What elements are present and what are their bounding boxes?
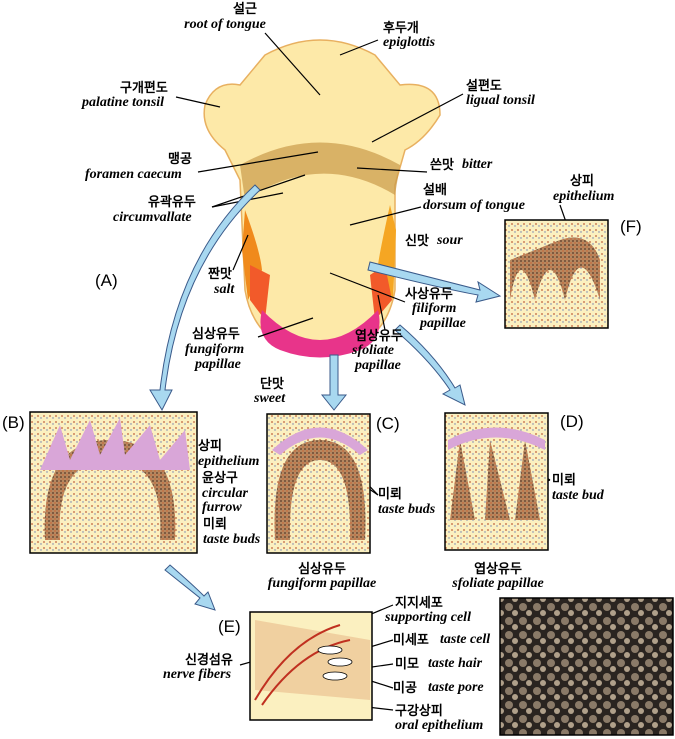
e-taste-pore-ko: 미공 (393, 681, 417, 696)
salt-en: salt (214, 282, 235, 297)
d-caption-en: sfoliate papillae (452, 576, 544, 591)
c-taste-buds-en: taste buds (378, 502, 436, 517)
d-taste-bud-ko: 미뢰 (552, 473, 576, 488)
circumvallate-ko: 유곽유두 (148, 195, 196, 210)
root-of-tongue-en: root of tongue (184, 17, 266, 32)
b-taste-buds-en: taste buds (203, 532, 261, 547)
panel-b-tag: (B) (2, 413, 25, 432)
sour-ko: 신맛 (405, 234, 429, 249)
panel-f-tag: (F) (620, 217, 642, 236)
sweet-en: sweet (254, 391, 286, 406)
epiglottis-en: epiglottis (383, 35, 436, 50)
sour-en: sour (437, 233, 463, 248)
foliate-ko: 엽상유두 (355, 329, 403, 344)
panel-e-tag: (E) (218, 617, 241, 636)
sweet-ko: 단맛 (260, 377, 284, 392)
e-taste-cell-en: taste cell (440, 632, 491, 647)
palatine-tonsil-en: palatine tonsil (82, 95, 165, 110)
b-epithelium-en: epithelium (198, 454, 260, 469)
e-taste-cell-ko: 미세포 (393, 633, 429, 648)
root-of-tongue-ko: 설근 (233, 2, 257, 17)
bitter-ko: 쓴맛 (430, 158, 454, 173)
foliate-en2: papillae (355, 358, 401, 373)
c-taste-buds-ko: 미뢰 (378, 487, 402, 502)
foramen-caecum-en: foramen caecum (85, 167, 182, 182)
filiform-en: filiform (412, 301, 457, 316)
b-taste-buds-ko: 미뢰 (203, 517, 227, 532)
f-epithelium-en: epithelium (553, 189, 615, 204)
b-epithelium-ko: 상피 (198, 439, 222, 454)
e-nerve-en: nerve fibers (163, 667, 232, 682)
e-supporting-en: supporting cell (385, 610, 471, 625)
micrograph-photo (499, 597, 674, 736)
b-furrow-ko: 윤상구 (202, 471, 238, 486)
filiform-ko: 사상유두 (405, 287, 453, 302)
c-caption-ko: 심상유두 (298, 562, 346, 577)
c-caption-en: fungiform papillae (267, 576, 377, 591)
fungiform-en: fungiform (185, 342, 245, 357)
palatine-tonsil-ko: 구개편도 (120, 81, 168, 96)
b-furrow-en2: furrow (202, 500, 242, 515)
e-supporting-ko: 지지세포 (395, 596, 443, 611)
e-taste-hair-en: taste hair (428, 656, 483, 671)
e-taste-hair-ko: 미모 (395, 657, 419, 672)
tongue-illustration (203, 39, 441, 358)
dorsum-en: dorsum of tongue (423, 198, 525, 213)
arrows (149, 184, 502, 611)
panel-a-tag: (A) (95, 271, 118, 290)
panel-d-tag: (D) (560, 412, 584, 431)
f-epithelium-ko: 상피 (570, 174, 594, 189)
fungiform-en2: papillae (195, 357, 241, 372)
dorsum-ko: 설배 (423, 183, 447, 198)
lingual-tonsil-en: ligual tonsil (466, 93, 535, 108)
epiglottis-ko: 후두개 (383, 21, 419, 36)
b-furrow-en: circular (202, 486, 248, 501)
fungiform-ko: 심상유두 (192, 327, 240, 342)
e-taste-pore-en: taste pore (428, 680, 484, 695)
foramen-caecum-ko: 맹공 (168, 152, 192, 167)
filiform-en2: papillae (420, 316, 466, 331)
foliate-en: sfoliate (352, 343, 394, 358)
e-oral-epithelium-en: oral epithelium (395, 718, 484, 733)
d-caption-ko: 엽상유두 (474, 562, 522, 577)
salt-ko: 짠맛 (208, 267, 232, 282)
panel-c-tag: (C) (376, 414, 400, 433)
circumvallate-en: circumvallate (113, 210, 192, 225)
lingual-tonsil-ko: 설편도 (466, 79, 502, 94)
d-taste-bud-en: taste bud (552, 488, 604, 503)
e-oral-epithelium-ko: 구강상피 (395, 704, 443, 719)
e-nerve-ko: 신경섬유 (185, 653, 233, 668)
bitter-en: bitter (462, 157, 493, 172)
